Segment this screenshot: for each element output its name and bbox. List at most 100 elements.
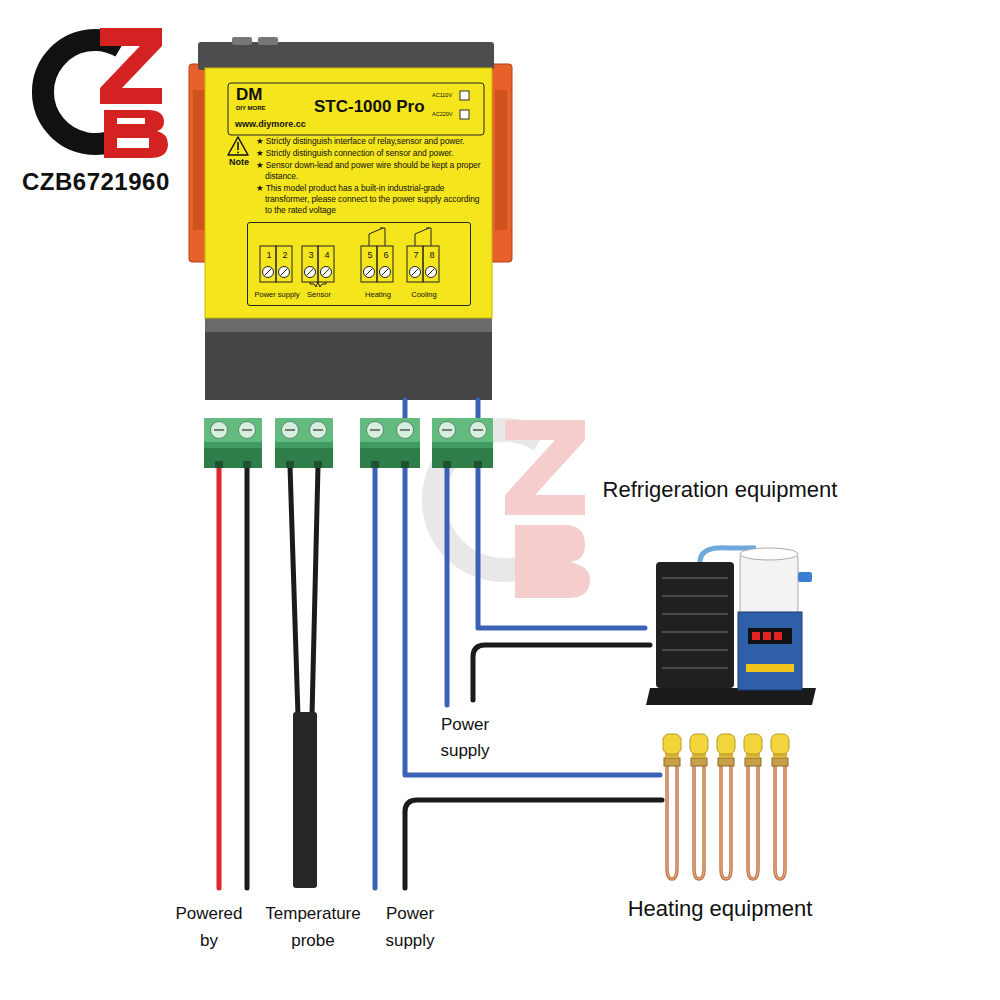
- probe-wire: [312, 466, 318, 716]
- terminal-plug: [313, 429, 323, 431]
- terminal-plug: [286, 461, 294, 468]
- terminal-plug: [204, 418, 262, 442]
- heating-element: [771, 734, 789, 879]
- terminal-plug: [282, 422, 299, 439]
- terminal-cell: [361, 246, 377, 282]
- terminal-plug: [275, 418, 333, 442]
- terminal-screw: [263, 267, 274, 278]
- terminal-cell: [377, 246, 393, 282]
- terminal-plug: [474, 461, 482, 468]
- equipment-label: Heating equipment: [600, 896, 840, 921]
- terminal-cell: [302, 246, 318, 282]
- blue-wire: [373, 466, 378, 888]
- heating-element: [721, 766, 731, 879]
- terminal-plug: [401, 461, 409, 468]
- terminal-plug: [310, 422, 327, 439]
- heating-element: [663, 734, 681, 754]
- refrigeration-unit: [662, 577, 728, 579]
- terminal-number: 6: [379, 250, 393, 260]
- controller-housing: [232, 37, 252, 45]
- relay-symbol: [369, 228, 385, 246]
- logo-mark: [117, 118, 145, 124]
- terminal-screw: [307, 269, 314, 276]
- terminal-plug: [285, 429, 295, 431]
- voltage-option: AC110V: [432, 92, 452, 98]
- controller-housing: [198, 37, 494, 400]
- refrigeration-unit: [740, 552, 798, 618]
- terminal-plug: [397, 422, 414, 439]
- terminal-plug: [204, 418, 262, 468]
- terminal-plug: [439, 422, 456, 439]
- label-panel: [228, 83, 484, 135]
- refrigeration-unit: [752, 632, 760, 640]
- refrigeration-unit: [763, 632, 771, 640]
- heating-element: [744, 734, 762, 879]
- note-text: ★ Strictly distinguish connection of sen…: [256, 148, 488, 159]
- heating-element: [691, 758, 707, 766]
- controller-housing: [205, 318, 492, 400]
- terminal-plug: [275, 448, 333, 468]
- relay-symbol: [415, 228, 431, 246]
- heating-element: [718, 758, 734, 766]
- terminal-number: 2: [278, 250, 292, 260]
- logo-mark: [100, 28, 162, 104]
- wire-connector: [405, 400, 660, 775]
- heating-element: [663, 734, 681, 879]
- heating-element: [775, 766, 785, 879]
- terminal-plug: [470, 422, 487, 439]
- heating-element: [745, 758, 761, 766]
- refrigeration-unit: [646, 548, 816, 705]
- terminal-diagram: 12345678Power supplySensorHeatingCooling: [247, 222, 471, 306]
- refrigeration-unit: [656, 562, 734, 688]
- terminal-number: 4: [320, 250, 334, 260]
- voltage-option: AC220V: [432, 111, 453, 117]
- logo-mark: [104, 110, 168, 158]
- warning-sign: [237, 152, 239, 154]
- terminal-symbols: [247, 222, 471, 306]
- model-name: STC-1000 Pro: [314, 97, 425, 117]
- warning-sign: [228, 137, 248, 155]
- logo-mark: [43, 28, 168, 158]
- terminal-plug: [275, 418, 333, 468]
- black-wire: [245, 466, 250, 888]
- heating-element: [771, 734, 789, 754]
- terminal-cell: [318, 246, 334, 282]
- heating-element: [721, 766, 731, 879]
- heating-element: [772, 758, 788, 766]
- refrigeration-unit: [662, 667, 728, 669]
- heating-element: [694, 766, 704, 879]
- terminal-screw: [279, 267, 290, 278]
- terminal-plug: [473, 429, 483, 431]
- terminal-number: 8: [425, 250, 439, 260]
- heating-element: [748, 766, 758, 879]
- refrigeration-unit: [748, 628, 792, 644]
- heating-element: [667, 766, 677, 879]
- controller-housing: [198, 42, 494, 70]
- terminal-plug: [432, 418, 493, 468]
- terminal-screw: [426, 267, 437, 278]
- label-panel: [205, 68, 492, 318]
- terminal-plug: [367, 422, 384, 439]
- terminal-plug: [242, 429, 252, 431]
- wire-label: Power supply: [377, 900, 443, 954]
- terminal-number: 1: [262, 250, 276, 260]
- terminal-plug: [371, 461, 379, 468]
- controller-housing: [258, 37, 278, 45]
- controller-housing: [205, 318, 492, 332]
- heating-element: [744, 734, 762, 754]
- heating-element: [663, 734, 789, 879]
- terminal-group-label: Heating: [358, 291, 398, 300]
- note-heading: Note: [229, 157, 249, 167]
- heating-element: [748, 766, 758, 879]
- wire-label: Power supply: [432, 712, 498, 764]
- terminal-screw: [265, 269, 272, 276]
- refrigeration-unit: [662, 649, 728, 651]
- terminal-plug: [432, 448, 493, 468]
- terminal-plug: [204, 448, 262, 468]
- controller-clip: [193, 90, 205, 230]
- website: www.diymore.cc: [235, 119, 306, 129]
- terminal-screw: [410, 267, 421, 278]
